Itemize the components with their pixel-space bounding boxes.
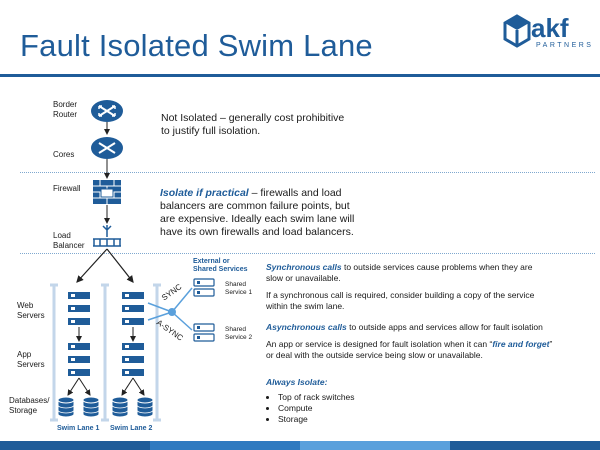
shared-connector — [147, 287, 193, 331]
swim-lane-rails — [50, 283, 161, 422]
logo-name: akf — [531, 13, 569, 43]
load-balancer-icon — [93, 225, 121, 247]
swim-lane-1-label: Swim Lane 1 — [57, 425, 100, 432]
app-server-stack-lane-2 — [122, 343, 144, 376]
header-rule — [0, 74, 600, 77]
always-isolate-heading: Always Isolate: — [266, 377, 328, 387]
list-item: Top of rack switches — [278, 392, 466, 403]
shared-service-1-icon — [193, 278, 215, 297]
label-firewall: Firewall — [53, 184, 81, 193]
akf-logo-icon — [503, 14, 531, 48]
app-server-stack-lane-1 — [68, 343, 90, 376]
label-cores: Cores — [53, 150, 75, 159]
list-item: Compute — [278, 403, 466, 414]
router-icon — [91, 100, 123, 122]
logo-sub: PARTNERS — [536, 42, 594, 49]
always-isolate-list: Top of rack switches Compute Storage — [266, 392, 466, 425]
async-calls-text: Asynchronous calls to outside apps and s… — [266, 322, 553, 360]
section-divider — [20, 172, 595, 173]
footer-bar — [0, 441, 600, 450]
firewall-icon — [93, 180, 121, 204]
page-title: Fault Isolated Swim Lane — [20, 28, 373, 63]
web-server-stack-lane-2 — [122, 292, 144, 325]
isolate-practical-text: Isolate if practical – firewalls and loa… — [160, 187, 355, 238]
web-server-stack-lane-1 — [68, 292, 90, 325]
list-item: Storage — [278, 414, 466, 425]
core-router-icon — [91, 137, 123, 159]
label-databases: Databases/Storage — [9, 396, 50, 415]
shared-service-2-icon — [193, 323, 215, 342]
not-isolated-text: Not Isolated – generally cost prohibitiv… — [161, 112, 345, 137]
section-divider — [20, 253, 595, 254]
database-icons — [57, 396, 154, 418]
connector-node — [168, 308, 176, 316]
always-isolate-block: Always Isolate: Top of rack switches Com… — [266, 377, 466, 425]
swim-lane-2-label: Swim Lane 2 — [110, 425, 153, 432]
sync-calls-text: Synchronous calls to outside services ca… — [266, 262, 535, 311]
